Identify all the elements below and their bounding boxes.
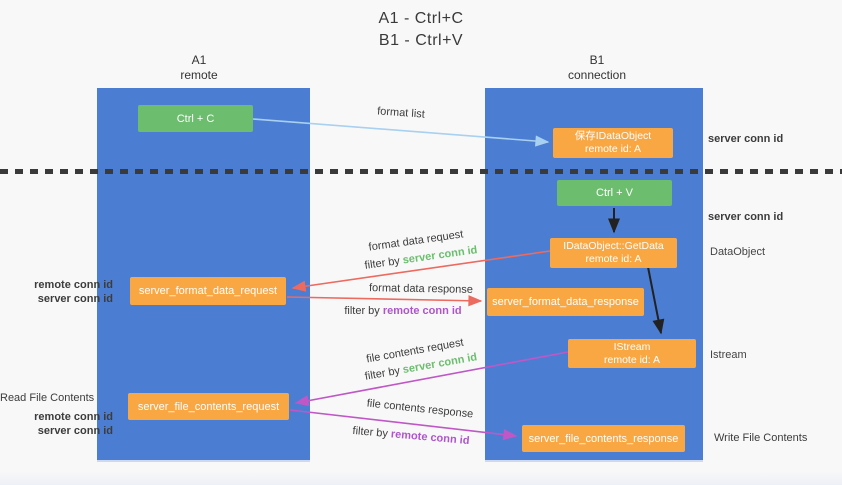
format-list-label: format list — [376, 105, 426, 121]
ctrl-c-node: Ctrl + C — [138, 105, 253, 132]
read-file-contents-label: Read File Contents — [0, 392, 95, 404]
server-conn-id-left-bottom-label: server conn id — [37, 425, 113, 437]
save-dataobject-node: 保存IDataObject remote id: A — [553, 128, 673, 158]
ctrl-v-node: Ctrl + V — [557, 180, 672, 206]
filter-by-text: filter by — [363, 255, 401, 272]
save-dataobject-line1: 保存IDataObject — [574, 130, 652, 142]
remote-conn-id-text: remote conn id — [390, 428, 470, 448]
server-format-data-request-node: server_format_data_request — [130, 277, 286, 305]
bottom-fade — [0, 471, 842, 485]
server-conn-id-text: server conn id — [401, 244, 479, 267]
left-column-header: A1 remote — [180, 53, 217, 83]
write-file-contents-label: Write File Contents — [714, 432, 808, 444]
server-file-contents-request-label: server_file_contents_request — [137, 400, 280, 413]
left-column-name: A1 — [191, 53, 207, 67]
diagram-title: A1 - Ctrl+C B1 - Ctrl+V — [378, 8, 463, 52]
remote-conn-id-left-top-label: remote conn id — [34, 279, 113, 291]
title-line-1: A1 - Ctrl+C — [378, 10, 464, 27]
server-file-contents-request-node: server_file_contents_request — [128, 393, 289, 420]
file-contents-response-label: file contents response — [366, 397, 474, 421]
server-file-contents-response-node: server_file_contents_response — [522, 425, 685, 452]
istream-line1: IStream — [613, 340, 651, 353]
istream-side-label: Istream — [710, 349, 747, 361]
dataobject-label: DataObject — [710, 246, 766, 258]
format-data-response-label: format data response — [368, 282, 474, 296]
filter-by-text: filter by — [344, 305, 380, 317]
phase-divider-dashed-line — [0, 169, 842, 174]
istream-line2: remote id: A — [603, 353, 661, 366]
right-column-subtitle: connection — [567, 68, 627, 82]
getdata-line2: remote id: A — [585, 253, 642, 265]
ctrl-v-label: Ctrl + V — [596, 187, 633, 199]
filter-by-text: filter by — [363, 364, 401, 383]
istream-node: IStream remote id: A — [568, 339, 696, 368]
right-column-name: B1 — [589, 53, 605, 67]
title-line-2: B1 - Ctrl+V — [378, 32, 464, 49]
server-conn-id-right-mid-label: server conn id — [708, 211, 784, 223]
remote-conn-id-text: remote conn id — [382, 305, 462, 317]
right-column-header: B1 connection — [568, 53, 626, 83]
server-conn-id-left-top-label: server conn id — [37, 293, 113, 305]
save-dataobject-line2: remote id: A — [584, 143, 642, 155]
server-format-data-request-label: server_format_data_request — [138, 285, 278, 297]
server-file-contents-response-label: server_file_contents_response — [528, 432, 679, 445]
left-column-subtitle: remote — [180, 68, 218, 82]
getdata-line1: IDataObject::GetData — [563, 240, 664, 252]
format-data-response-arrow — [286, 295, 483, 307]
server-conn-id-right-top-label: server conn id — [708, 133, 784, 145]
server-format-data-response-node: server_format_data_response — [487, 288, 644, 316]
getdata-node: IDataObject::GetData remote id: A — [550, 238, 677, 268]
server-format-data-response-label: server_format_data_response — [492, 296, 639, 308]
ctrl-c-label: Ctrl + C — [176, 112, 215, 125]
filter-by-text: filter by — [352, 424, 389, 440]
remote-conn-id-left-bottom-label: remote conn id — [34, 411, 113, 423]
